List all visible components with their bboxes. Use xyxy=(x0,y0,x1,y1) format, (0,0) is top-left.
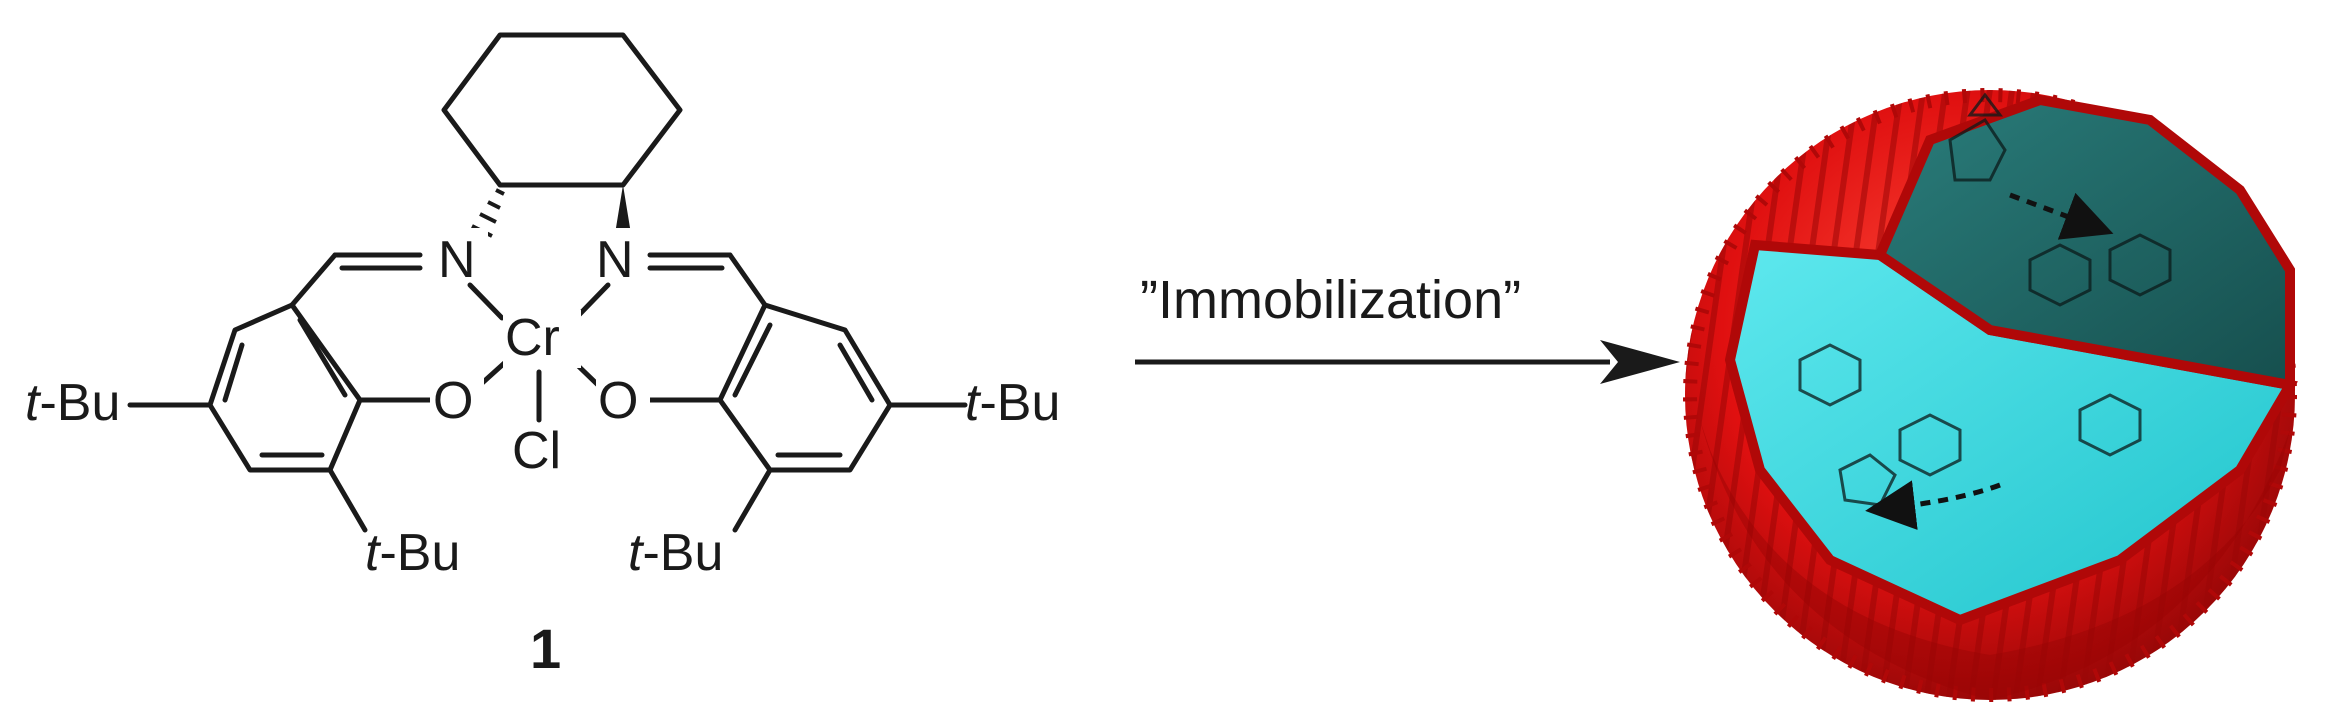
nitrogen-right-label: N xyxy=(596,231,634,289)
tbu-left-label: t-Bu xyxy=(25,374,120,432)
oxygen-right-label: O xyxy=(598,372,638,430)
atom-labels: N N Cr O O Cl t-Bu t-Bu t-Bu t-Bu 1 xyxy=(25,228,1060,680)
arrow-caption: ”Immobilization” xyxy=(1140,270,1521,330)
tbu-right-label: t-Bu xyxy=(965,374,1060,432)
nitrogen-left-label: N xyxy=(438,231,476,289)
compound-number: 1 xyxy=(530,617,561,680)
nanosphere-illustration xyxy=(1683,88,2298,702)
cyclohexane-ring xyxy=(441,32,683,188)
tbu-right-ortho-label: t-Bu xyxy=(628,524,723,582)
left-phenyl-ring xyxy=(207,302,363,473)
chromium-label: Cr xyxy=(505,309,560,367)
oxygen-left-label: O xyxy=(433,372,473,430)
chloride-label: Cl xyxy=(512,422,561,480)
immobilization-arrow xyxy=(1135,340,1680,384)
salen-bonds xyxy=(127,32,968,533)
tbu-left-ortho-label: t-Bu xyxy=(365,524,460,582)
inner-cavity-wall xyxy=(1873,94,2295,391)
